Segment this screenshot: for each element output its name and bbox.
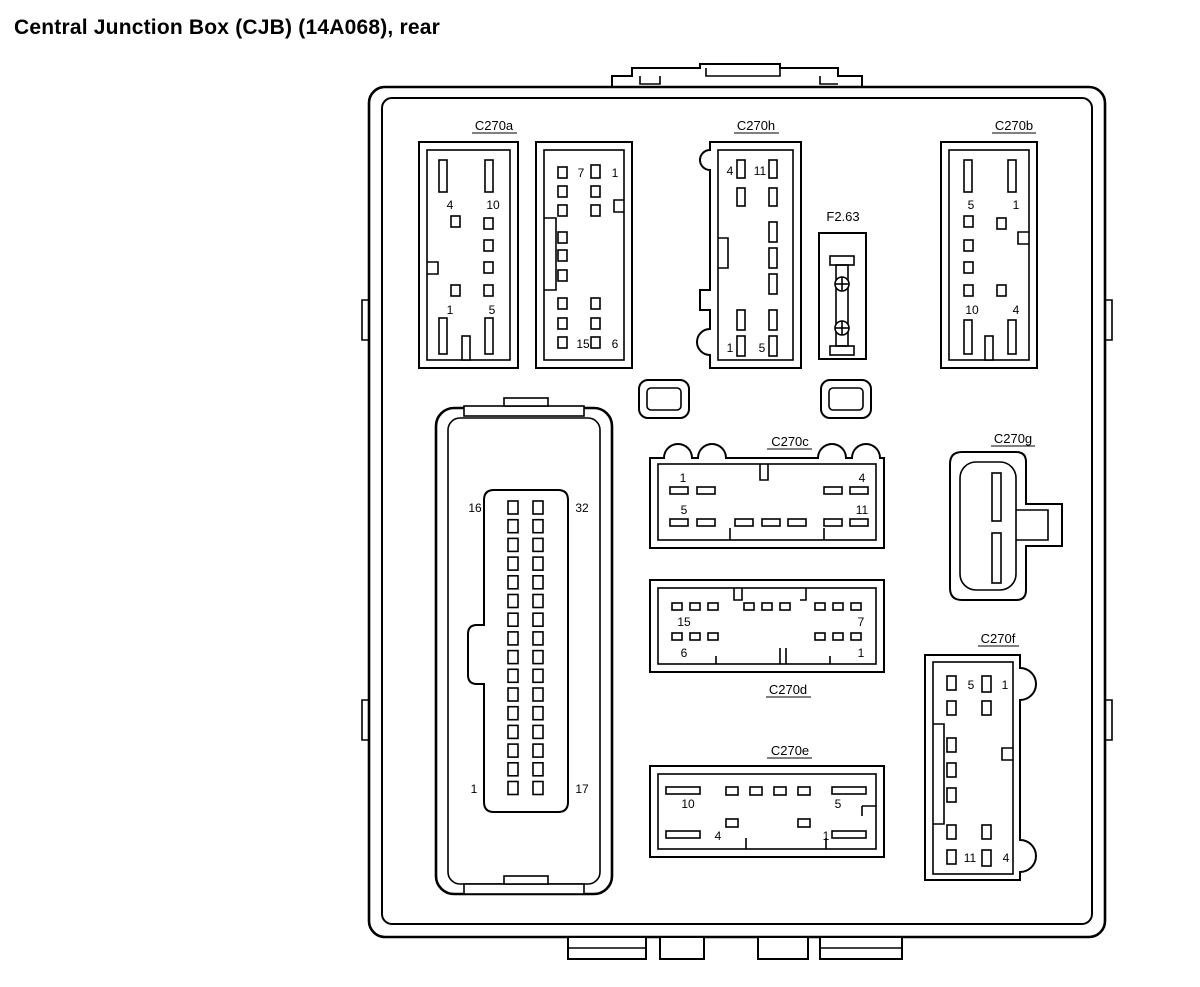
cavity [507,668,519,684]
c270h-pin-1: 1 [727,341,734,355]
cavity [532,780,544,796]
connector-c270a: C270a 4 10 1 5 [418,118,519,369]
page-title: Central Junction Box (CJB) (14A068), rea… [14,16,440,39]
c270h-pin-4: 4 [727,164,734,178]
cavity [507,518,519,534]
c270d-pin-6: 6 [681,646,688,660]
cavity [507,556,519,571]
c270a-pin-4: 4 [447,198,454,212]
connector-c270a-right: 7 1 15 6 [535,141,633,369]
cavity [507,574,519,590]
c270f-pin-5: 5 [968,678,975,692]
cavity [507,780,519,796]
cavity [532,705,544,721]
c270e-pin-10: 10 [681,797,695,811]
connector-c270b: C270b 5 1 10 4 [940,118,1038,369]
cavity [532,500,544,515]
c270-32pin-pin-32: 32 [575,501,589,515]
c270-32pin-pin-1: 1 [471,782,478,796]
c270a-pin-1: 1 [447,303,454,317]
c270c-pin-5: 5 [681,503,688,517]
cavity [507,612,519,628]
c270a-right-pin-7: 7 [578,166,585,180]
cavity [532,631,544,646]
c270b-pin-1: 1 [1013,198,1020,212]
c270b-pin-10: 10 [965,303,979,317]
c270c-label: C270c [771,434,809,449]
c270c-pin-4: 4 [859,471,866,485]
c270b-pin-4: 4 [1013,303,1020,317]
cavity [507,631,519,646]
cavity [532,687,544,702]
locator-tab-left [638,379,690,419]
cavity [532,649,544,665]
c270b-label: C270b [995,118,1033,133]
cavity [532,612,544,628]
connector-c270e: C270e 10 5 4 1 [649,743,885,858]
cavity [507,724,519,740]
fuse-f263: F2.63 [818,209,867,360]
cavity [507,687,519,702]
pin-array [507,500,544,796]
c270c-pin-1: 1 [680,471,687,485]
cavity [532,743,544,758]
c270a-label: C270a [475,118,514,133]
cavity [507,593,519,609]
c270d-label: C270d [769,682,807,697]
c270f-pin-1: 1 [1002,678,1009,692]
cavity [532,593,544,609]
connector-c270h: C270h 4 11 1 5 [696,118,802,369]
c270d-pin-15: 15 [677,615,691,629]
c270a-right-pin-6: 6 [612,337,619,351]
cavity [532,518,544,534]
c270b-pin-5: 5 [968,198,975,212]
cavity [507,649,519,665]
c270h-label: C270h [737,118,775,133]
c270-32pin-pin-17: 17 [575,782,589,796]
connector-c270d: 15 7 6 1 C270d [649,579,885,698]
cavity [532,761,544,777]
c270f-pin-11: 11 [964,851,977,865]
c270a-right-pin-1: 1 [612,166,619,180]
cavity [532,724,544,740]
cavity [507,743,519,758]
c270a-pin-5: 5 [489,303,496,317]
c270d-pin-1: 1 [858,646,865,660]
c270d-pin-7: 7 [858,615,865,629]
connector-c270g: C270g [949,431,1063,601]
c270c-pin-11: 11 [856,503,869,517]
c270e-pin-4: 4 [715,829,722,843]
c270a-right-pin-15: 15 [576,337,590,351]
c270a-pin-10: 10 [486,198,500,212]
connector-c270c: C270c 1 4 5 11 [649,434,885,549]
cavity [532,574,544,590]
c270e-pin-1: 1 [823,829,830,843]
c270e-label: C270e [771,743,809,758]
cavity [507,761,519,777]
cavity [507,537,519,553]
cavity [532,537,544,553]
locator-tab-right [820,379,872,419]
connector-c270f: C270f 5 1 11 4 [924,631,1037,881]
cavity [532,556,544,571]
c270-32pin-pin-16: 16 [468,501,482,515]
c270f-pin-4: 4 [1003,851,1010,865]
f263-label: F2.63 [826,209,859,224]
cavity [507,500,519,515]
cavity [507,705,519,721]
connector-c270-32pin: 16 32 1 17 [434,397,614,896]
cavity [532,668,544,684]
c270g-label: C270g [994,431,1032,446]
c270h-pin-5: 5 [759,341,766,355]
c270e-pin-5: 5 [835,797,842,811]
c270h-pin-11: 11 [754,164,767,178]
c270f-label: C270f [981,631,1016,646]
